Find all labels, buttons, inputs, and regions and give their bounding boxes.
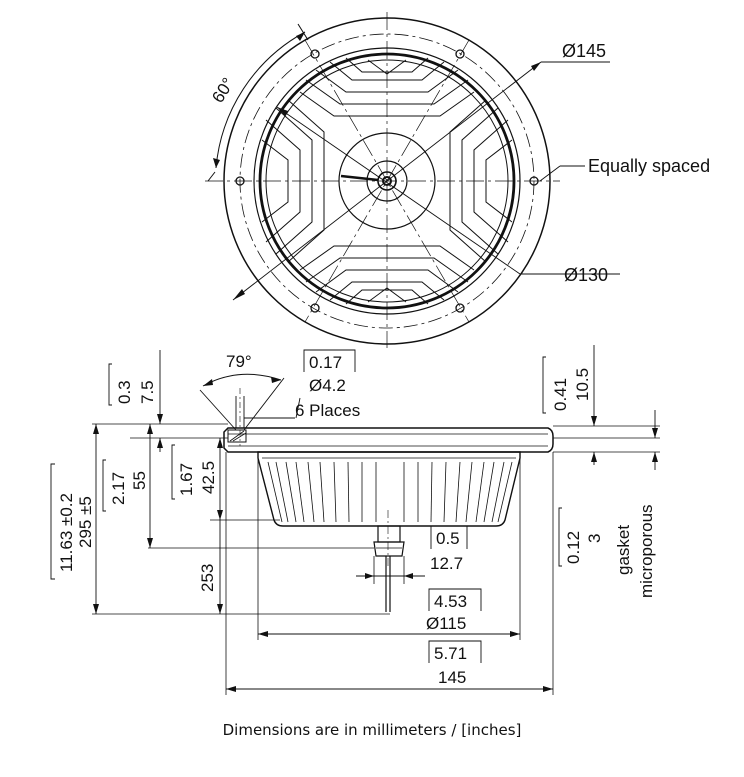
total-mm-label: 295 ±5 bbox=[76, 496, 95, 548]
microporous-label: microporous bbox=[637, 504, 656, 598]
heatsink-inch-label: 1.67 bbox=[177, 463, 196, 496]
body-dia-mm-label: Ø115 bbox=[426, 614, 466, 633]
hole-inch-label: 0.17 bbox=[309, 353, 342, 372]
overall-inch-label: 5.71 bbox=[434, 644, 467, 663]
mounting-hole bbox=[455, 303, 465, 313]
body-dia-inch-label: 4.53 bbox=[434, 592, 467, 611]
cable-stub bbox=[340, 174, 379, 182]
mounting-hole bbox=[310, 49, 320, 59]
body-mm-label: 55 bbox=[130, 471, 149, 490]
heatsink-fins bbox=[262, 457, 516, 523]
angle-60-arc bbox=[215, 31, 306, 169]
overall-mm-label: 145 bbox=[438, 668, 466, 687]
top-view bbox=[205, 12, 620, 348]
flange-mm-label: 7.5 bbox=[138, 380, 157, 404]
gasket-mm-label: 3 bbox=[585, 534, 604, 543]
heatsink-mm-label: 42.5 bbox=[199, 461, 218, 494]
equally-spaced-leader bbox=[539, 165, 561, 182]
angle-60-label: 60° bbox=[208, 74, 238, 106]
hole-count-label: 6 Places bbox=[295, 401, 360, 420]
dia145-leader bbox=[232, 61, 542, 301]
units-caption: Dimensions are in millimeters / [inches] bbox=[222, 721, 522, 739]
gasket-inch-label: 0.12 bbox=[564, 531, 583, 564]
rim-mm-label: 10.5 bbox=[573, 368, 592, 401]
outer-diameter-label: Ø145 bbox=[562, 41, 606, 61]
center-lines bbox=[205, 12, 560, 348]
hole-mm-label: Ø4.2 bbox=[309, 376, 346, 395]
total-inch-label: 11.63 ±0.2 bbox=[57, 493, 76, 572]
cable-mm-label: 253 bbox=[198, 564, 217, 592]
flange-inch-label: 0.3 bbox=[115, 380, 134, 404]
dia130-leader bbox=[276, 106, 521, 275]
side-view bbox=[92, 345, 660, 695]
mounting-hole bbox=[310, 303, 320, 313]
gland-mm-label: 12.7 bbox=[430, 554, 463, 573]
cable-gland bbox=[377, 525, 401, 543]
angle-79-arc bbox=[202, 373, 282, 387]
gasket-label: gasket bbox=[614, 525, 633, 575]
inner-diameter-label: Ø130 bbox=[564, 265, 608, 285]
technical-drawing: 60° Ø145 Equally spaced Ø130 bbox=[50, 12, 710, 695]
angle-79-label: 79° bbox=[226, 352, 252, 371]
flange-hole-detail bbox=[227, 429, 247, 443]
equally-spaced-label: Equally spaced bbox=[588, 156, 710, 176]
rim-inch-label: 0.41 bbox=[551, 378, 570, 411]
mounting-hole bbox=[455, 49, 465, 59]
body-inch-label: 2.17 bbox=[109, 472, 128, 505]
mounting-holes bbox=[235, 49, 539, 313]
flange-plate bbox=[223, 427, 554, 453]
gland-inch-label: 0.5 bbox=[436, 529, 460, 548]
heatsink-body bbox=[257, 451, 521, 527]
